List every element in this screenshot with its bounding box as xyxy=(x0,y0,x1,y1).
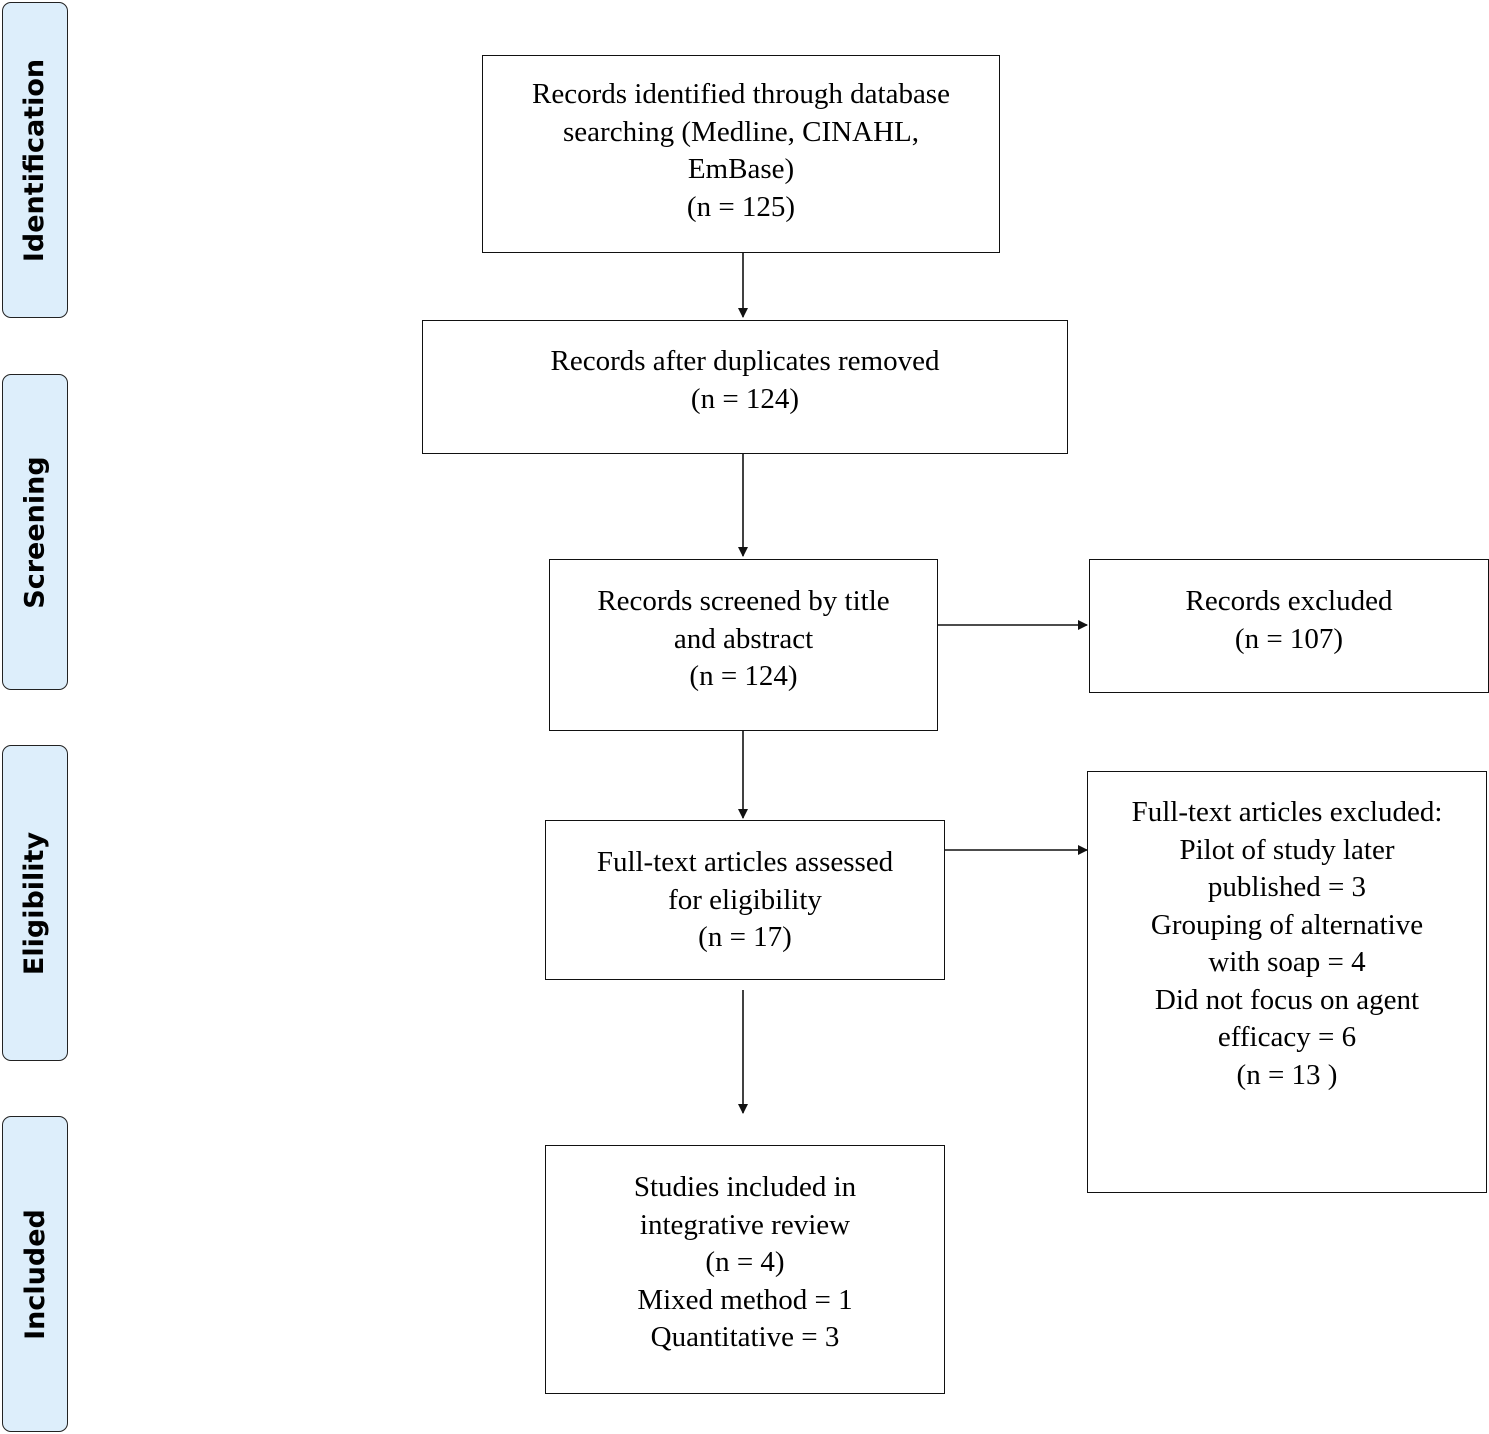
ft-excluded-line-5: with soap = 4 xyxy=(1208,946,1366,978)
ft-excluded-line-1: Full-text articles excluded: xyxy=(1131,796,1443,828)
fulltext-count: (n = 17) xyxy=(698,921,792,953)
duplicates-count: (n = 124) xyxy=(690,382,800,415)
included-count: (n = 4) xyxy=(705,1246,785,1278)
box-records-identified: Records identified through database sear… xyxy=(482,55,1000,253)
ft-excluded-line-6: Did not focus on agent xyxy=(1154,983,1420,1016)
duplicates-line-1: Records after duplicates removed xyxy=(550,345,940,377)
screened-line-2: and abstract xyxy=(673,622,814,655)
box-records-screened: Records screened by title and abstract (… xyxy=(549,559,938,731)
stage-screening: Screening xyxy=(2,374,68,690)
box-duplicates-removed: Records after duplicates removed (n = 12… xyxy=(422,320,1068,454)
ft-excluded-line-2: Pilot of study later xyxy=(1179,833,1395,866)
included-line-1: Studies included in xyxy=(633,1171,857,1203)
stage-included: Included xyxy=(2,1116,68,1432)
ft-excluded-count: (n = 13 ) xyxy=(1236,1058,1338,1091)
box-fulltext-assessed: Full-text articles assessed for eligibil… xyxy=(545,820,945,980)
ft-excluded-line-3: published = 3 xyxy=(1207,871,1367,903)
box-studies-included: Studies included in integrative review (… xyxy=(545,1145,945,1394)
box-records-excluded: Records excluded (n = 107) xyxy=(1089,559,1489,693)
included-line-5: Quantitative = 3 xyxy=(650,1321,840,1353)
ft-excluded-line-7: efficacy = 6 xyxy=(1217,1021,1357,1053)
identified-line-2: searching (Medline, CINAHL, xyxy=(563,115,919,148)
included-line-2: integrative review xyxy=(639,1208,851,1241)
screened-line-1: Records screened by title xyxy=(597,585,890,617)
included-line-4: Mixed method = 1 xyxy=(637,1283,853,1316)
box-fulltext-excluded: Full-text articles excluded: Pilot of st… xyxy=(1087,771,1487,1193)
stage-identification: Identification xyxy=(2,2,68,318)
fulltext-line-2: for eligibility xyxy=(668,883,822,916)
identified-line-1: Records identified through database xyxy=(532,78,950,110)
excluded-count: (n = 107) xyxy=(1234,622,1344,655)
excluded-line-1: Records excluded xyxy=(1185,585,1393,617)
identified-line-3: EmBase) xyxy=(687,153,795,185)
screened-count: (n = 124) xyxy=(689,660,798,692)
identified-count: (n = 125) xyxy=(686,190,796,223)
fulltext-line-1: Full-text articles assessed xyxy=(596,846,894,878)
ft-excluded-line-4: Grouping of alternative xyxy=(1150,908,1424,941)
stage-eligibility: Eligibility xyxy=(2,745,68,1061)
